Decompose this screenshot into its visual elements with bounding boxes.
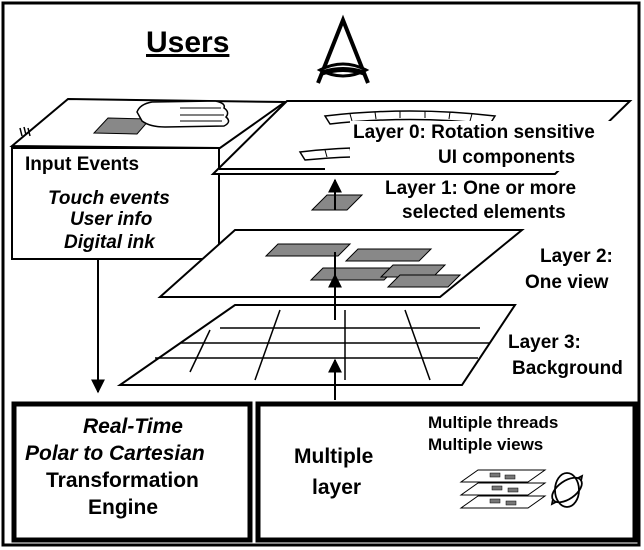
input-events-heading: Input Events: [25, 154, 139, 175]
input-event-digital-ink: Digital ink: [64, 232, 156, 253]
threads-line2: Multiple views: [428, 435, 543, 454]
rotate-icon: [550, 472, 584, 508]
layer-2-label-line2: One view: [525, 272, 609, 293]
layer-3-plane: [116, 304, 517, 386]
view-element-1: [264, 243, 352, 257]
layer-3-grid: [155, 309, 490, 381]
view-element-3: [309, 267, 398, 281]
layer-2-label-line1: Layer 2:: [540, 246, 613, 267]
input-event-user-info: User info: [70, 209, 152, 230]
engine-line3: Transformation: [46, 469, 199, 492]
layer-3-label-line1: Layer 3:: [508, 332, 581, 353]
layer-0-label-line1: Layer 0: Rotation sensitive: [353, 122, 595, 143]
multilayer-line1: Multiple: [294, 445, 373, 468]
eye-icon: [316, 14, 370, 84]
stacked-layers-icon: [459, 469, 547, 509]
engine-box: [11, 401, 253, 543]
layer-1-element: [310, 194, 364, 211]
layer-1-label-line2: selected elements: [402, 202, 566, 223]
view-element-2: [344, 248, 433, 262]
view-element-5: [386, 274, 462, 288]
input-events-box: [11, 147, 220, 260]
hand-icon: [136, 100, 230, 128]
threads-line1: Multiple threads: [428, 413, 558, 432]
layer-0-label-line2: UI components: [438, 147, 575, 168]
input-event-touch: Touch events: [48, 188, 170, 209]
touch-pad: [92, 117, 152, 135]
multilayer-box: [255, 401, 638, 543]
layer-1-label-line1: Layer 1: One or more: [385, 178, 576, 199]
engine-line4: Engine: [88, 496, 158, 519]
layer-0-label-bg: [350, 121, 622, 171]
page-title: Users: [146, 26, 229, 59]
rotation-arc-top: [323, 110, 497, 125]
motion-marks-icon: [19, 126, 31, 137]
engine-line1: Real-Time: [83, 415, 183, 438]
layer-3-label-line2: Background: [512, 358, 623, 379]
engine-line2: Polar to Cartesian: [25, 442, 205, 465]
multilayer-line2: layer: [312, 476, 361, 499]
